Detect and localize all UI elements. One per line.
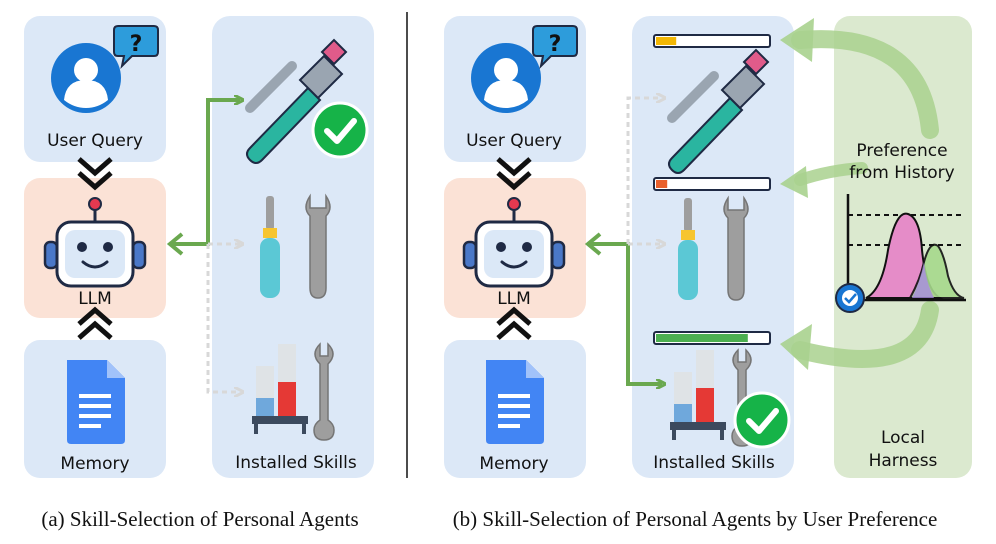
llm-label: LLM [78,289,112,309]
skill-bar-3 [653,331,771,345]
check-badge-icon [735,393,789,447]
installed-skills-box-b [632,16,794,478]
skill-bar-1 [653,34,771,48]
document-icon [67,360,125,444]
document-icon [486,360,544,444]
unselected-skill-arrow-1 [626,98,662,244]
preference-label-line1: Preference [856,141,947,161]
caption-panel-b: (b) Skill-Selection of Personal Agents b… [453,507,938,531]
question-mark: ? [130,32,143,57]
check-badge-icon [313,103,367,157]
skill-bar-fill [656,180,668,188]
skill-bar-track [653,177,771,191]
preference-arrow-top [791,30,939,139]
caption-panel-a: (a) Skill-Selection of Personal Agents [41,507,358,531]
unselected-skill-arrow-2 [206,244,240,392]
preference-arrow-mid-head [780,166,808,198]
memory-label: Memory [479,454,548,474]
installed-skills-label: Installed Skills [235,453,357,473]
question-mark: ? [549,32,562,57]
preference-label-line2: from History [849,163,954,183]
preference-arrow-top-head [780,18,814,62]
preference-arrow-bottom [791,301,939,368]
skill-bar-track [653,34,771,48]
preference-arrow-bottom-head [780,324,812,370]
llm-in-arrowhead [584,232,602,256]
llm-in-arrowhead [166,232,184,256]
user-query-label: User Query [466,131,562,151]
local-harness-label-line2: Harness [869,451,938,471]
user-icon [471,43,541,113]
user-query-label: User Query [47,131,143,151]
user-icon [51,43,121,113]
gear-check-icon [844,293,857,304]
local-harness-label-line1: Local [881,428,925,448]
skill-bar-fill [656,334,748,342]
skill-bar-fill [656,37,677,45]
distribution-curve-overlap [912,262,934,298]
llm-label: LLM [497,289,531,309]
installed-skills-label: Installed Skills [653,453,775,473]
panel-b: ? User Query LLM Memory Installed Skills [444,16,972,478]
skill-bar-2 [653,177,771,191]
preference-distribution-plot [835,194,966,313]
memory-label: Memory [60,454,129,474]
selected-skill-arrow [590,242,662,384]
gear-icon-inner [842,290,858,306]
selected-skill-arrow [172,100,240,246]
panel-a: ? User Query LLM Memory Installed Skills [24,16,374,478]
